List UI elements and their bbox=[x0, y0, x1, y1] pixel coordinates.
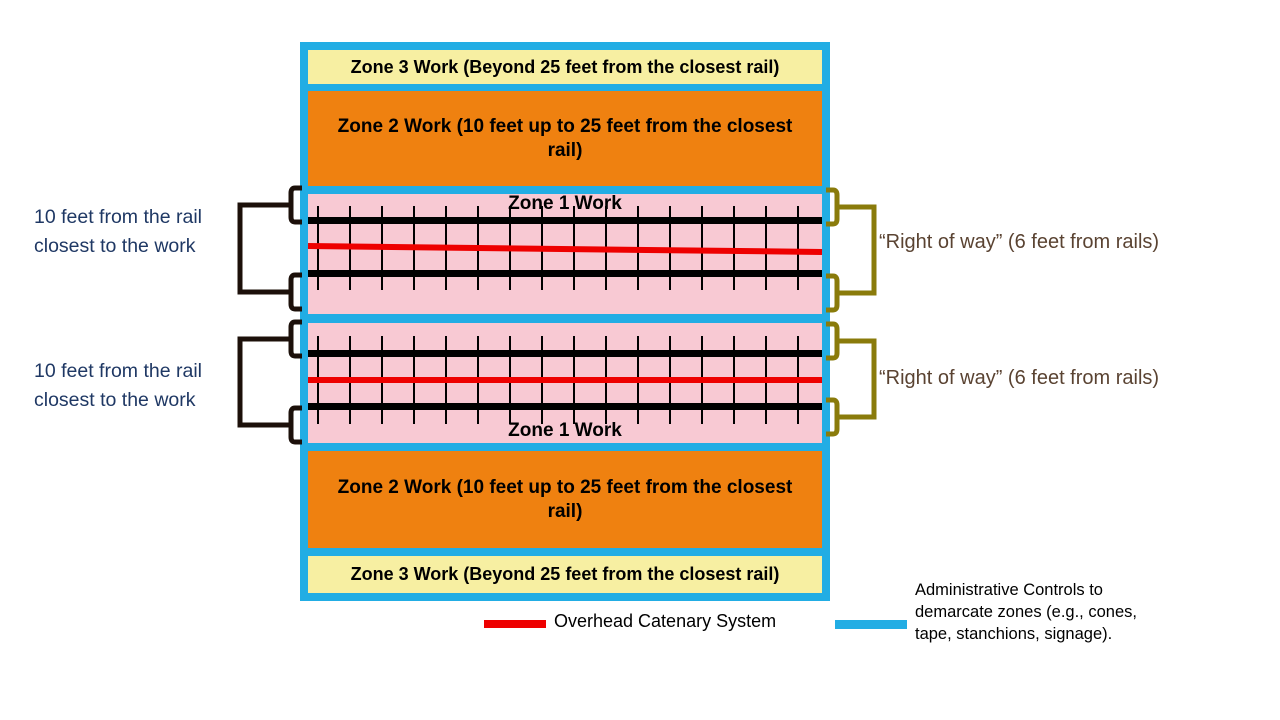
zone-box: Zone 3 Work (Beyond 25 feet from the clo… bbox=[300, 42, 830, 601]
zone3-bottom-band: Zone 3 Work (Beyond 25 feet from the clo… bbox=[308, 556, 822, 593]
right-bracket-bottom bbox=[826, 321, 877, 437]
zone2-top-label: Zone 2 Work (10 feet up to 25 feet from … bbox=[337, 115, 793, 161]
rail bbox=[308, 350, 822, 357]
catenary-legend-label: Overhead Catenary System bbox=[554, 611, 777, 631]
zone1-bottom-label: Zone 1 Work bbox=[508, 420, 622, 441]
demarcation-divider bbox=[308, 314, 822, 323]
rail bbox=[308, 403, 822, 410]
zone1-bottom-band: Zone 1 Work bbox=[308, 323, 822, 443]
zone1-top-band: Zone 1 Work bbox=[308, 193, 822, 314]
rail bbox=[308, 270, 822, 277]
zone3-top-label: Zone 3 Work (Beyond 25 feet from the clo… bbox=[350, 56, 780, 77]
right-of-way-note-top: “Right of way” (6 feet from rails) bbox=[879, 231, 1160, 253]
zone1-top-label: Zone 1 Work bbox=[508, 193, 622, 214]
zone2-top-band: Zone 2 Work (10 feet up to 25 feet from … bbox=[308, 91, 822, 186]
zone3-top-band: Zone 3 Work (Beyond 25 feet from the clo… bbox=[308, 50, 822, 84]
left-bracket-bottom bbox=[237, 319, 302, 445]
admin-controls-legend-swatch bbox=[835, 620, 907, 629]
admin-controls-legend-label: Administrative Controls to demarcate zon… bbox=[915, 581, 1137, 643]
right-of-way-note-bottom: “Right of way” (6 feet from rails) bbox=[879, 367, 1160, 389]
zone3-bottom-label: Zone 3 Work (Beyond 25 feet from the clo… bbox=[350, 564, 780, 584]
demarcation-divider bbox=[308, 84, 822, 91]
demarcation-divider bbox=[308, 548, 822, 556]
demarcation-divider bbox=[308, 443, 822, 451]
catenary-legend-swatch bbox=[484, 620, 546, 628]
left-bracket-top bbox=[237, 185, 302, 312]
zone2-bottom-band: Zone 2 Work (10 feet up to 25 feet from … bbox=[308, 451, 822, 548]
ten-feet-note-bottom: 10 feet from the rail closest to the wor… bbox=[34, 360, 202, 411]
zone2-bottom-label: Zone 2 Work (10 feet up to 25 feet from … bbox=[337, 476, 793, 522]
ten-feet-note-top: 10 feet from the rail closest to the wor… bbox=[34, 206, 202, 257]
rail bbox=[308, 217, 822, 224]
right-bracket-top bbox=[826, 187, 877, 313]
